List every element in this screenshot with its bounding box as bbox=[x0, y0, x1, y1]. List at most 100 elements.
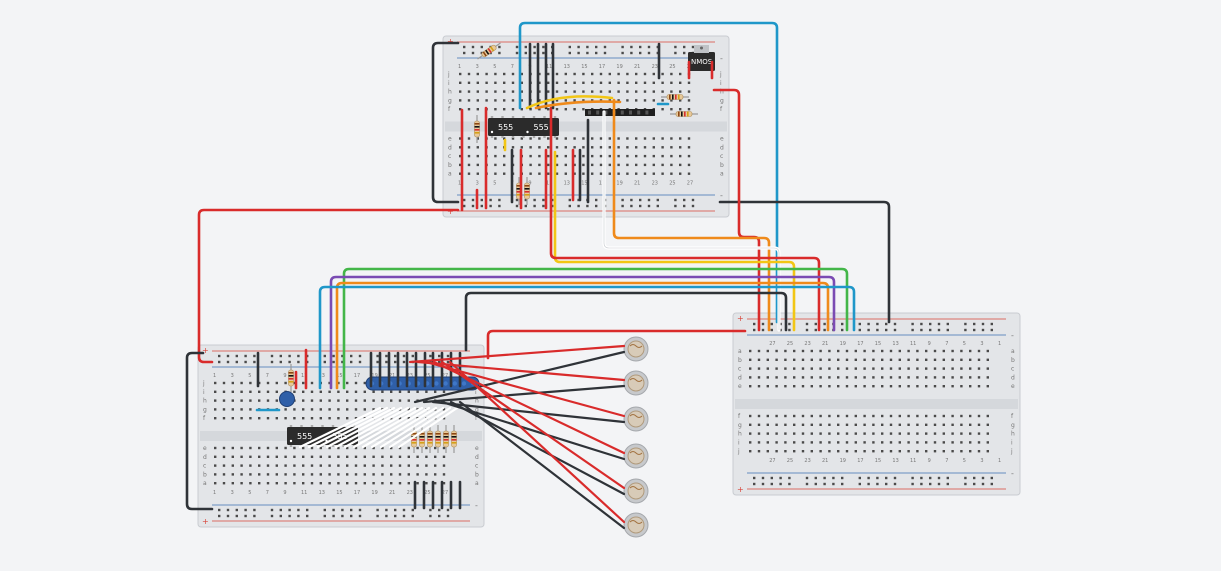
terminal-hole bbox=[670, 81, 673, 84]
row-letter-label: a bbox=[720, 171, 724, 178]
resistor-band bbox=[675, 94, 677, 100]
terminal-hole bbox=[801, 385, 805, 388]
column-number: 19 bbox=[616, 181, 622, 187]
rail-hole bbox=[471, 198, 475, 202]
column-number: 9 bbox=[528, 181, 531, 187]
rail-hole bbox=[823, 328, 826, 332]
terminal-hole bbox=[390, 399, 393, 402]
rail-hole bbox=[674, 204, 677, 208]
terminal-hole bbox=[635, 154, 638, 158]
terminal-hole bbox=[863, 376, 866, 379]
resistor-band bbox=[485, 49, 490, 55]
terminal-hole bbox=[977, 358, 981, 361]
terminal-hole bbox=[275, 464, 278, 467]
terminal-hole bbox=[916, 376, 919, 379]
rail-hole bbox=[524, 204, 527, 208]
terminal-hole bbox=[643, 154, 647, 158]
rail-hole bbox=[867, 476, 870, 480]
terminal-hole bbox=[766, 376, 769, 379]
terminal-hole bbox=[231, 482, 234, 485]
row-letter-label: j bbox=[202, 380, 205, 387]
terminal-hole bbox=[775, 349, 778, 353]
terminal-hole bbox=[757, 414, 761, 418]
terminal-hole bbox=[819, 376, 822, 379]
rail-hole bbox=[385, 360, 388, 364]
row-letter-label: f bbox=[448, 106, 451, 113]
terminal-hole bbox=[942, 385, 945, 388]
rail-hole bbox=[761, 476, 765, 480]
rail-hole bbox=[533, 51, 536, 55]
terminal-hole bbox=[854, 414, 857, 418]
terminal-hole bbox=[951, 423, 954, 426]
terminal-hole bbox=[425, 399, 428, 402]
resistor bbox=[451, 425, 457, 453]
terminal-hole bbox=[766, 423, 769, 426]
rail-hole bbox=[279, 514, 282, 518]
wire-green bbox=[342, 267, 849, 390]
rail-hole bbox=[218, 514, 221, 518]
rail-hole bbox=[920, 322, 923, 326]
terminal-hole bbox=[845, 385, 849, 388]
rail-hole bbox=[911, 476, 914, 480]
terminal-hole bbox=[222, 464, 226, 467]
terminal-hole bbox=[459, 137, 462, 140]
terminal-hole bbox=[398, 473, 402, 476]
terminal-hole bbox=[801, 423, 805, 426]
terminal-hole bbox=[564, 137, 567, 140]
ldr-sensor-face bbox=[627, 447, 645, 465]
terminal-hole bbox=[969, 385, 972, 388]
terminal-hole bbox=[467, 99, 471, 102]
terminal-hole bbox=[643, 163, 647, 167]
breadboard-top: +-+-jjiihhggffeeddccbbaa1133557799111113… bbox=[442, 35, 730, 218]
rail-hole bbox=[788, 322, 791, 326]
terminal-hole bbox=[214, 455, 217, 458]
terminal-hole bbox=[766, 432, 769, 435]
resistor-band bbox=[684, 111, 686, 117]
resistor-band bbox=[672, 94, 674, 100]
rail-hole bbox=[841, 328, 844, 332]
rail-hole bbox=[480, 45, 483, 49]
terminal-hole bbox=[416, 455, 419, 458]
row-letter-label: a bbox=[448, 171, 452, 178]
terminal-hole bbox=[942, 358, 945, 361]
terminal-hole bbox=[951, 432, 954, 435]
column-number: 25 bbox=[787, 341, 793, 347]
terminal-hole bbox=[643, 90, 647, 93]
terminal-hole bbox=[231, 464, 234, 467]
resistor-band bbox=[411, 442, 417, 444]
resistor-band bbox=[678, 111, 680, 117]
terminal-hole bbox=[494, 99, 497, 102]
terminal-hole bbox=[249, 399, 252, 402]
terminal-hole bbox=[916, 432, 919, 435]
terminal-hole bbox=[337, 473, 340, 476]
column-number: 9 bbox=[283, 490, 286, 496]
terminal-hole bbox=[986, 358, 989, 361]
terminal-hole bbox=[661, 81, 664, 84]
terminal-hole bbox=[328, 390, 331, 393]
terminal-hole bbox=[969, 423, 972, 426]
terminal-hole bbox=[222, 446, 226, 450]
terminal-hole bbox=[555, 154, 559, 158]
terminal-hole bbox=[591, 172, 594, 175]
resistor bbox=[427, 425, 433, 453]
terminal-hole bbox=[564, 172, 567, 175]
terminal-hole bbox=[529, 172, 532, 175]
ic-pin bbox=[532, 116, 536, 118]
rail-hole bbox=[253, 360, 256, 364]
rail-hole bbox=[341, 508, 344, 512]
rail-hole bbox=[533, 45, 536, 49]
rail-hole bbox=[218, 360, 221, 364]
column-number: 15 bbox=[581, 64, 587, 70]
rail-hole bbox=[542, 204, 545, 208]
terminal-hole bbox=[757, 441, 761, 444]
terminal-hole bbox=[635, 90, 638, 93]
row-letter-label: f bbox=[1011, 413, 1014, 420]
terminal-hole bbox=[214, 390, 217, 393]
terminal-hole bbox=[687, 108, 691, 111]
terminal-hole bbox=[626, 154, 629, 158]
rail-hole bbox=[385, 508, 388, 512]
terminal-hole bbox=[354, 408, 358, 411]
rail-hole bbox=[867, 482, 870, 486]
column-number: 3 bbox=[980, 341, 983, 347]
